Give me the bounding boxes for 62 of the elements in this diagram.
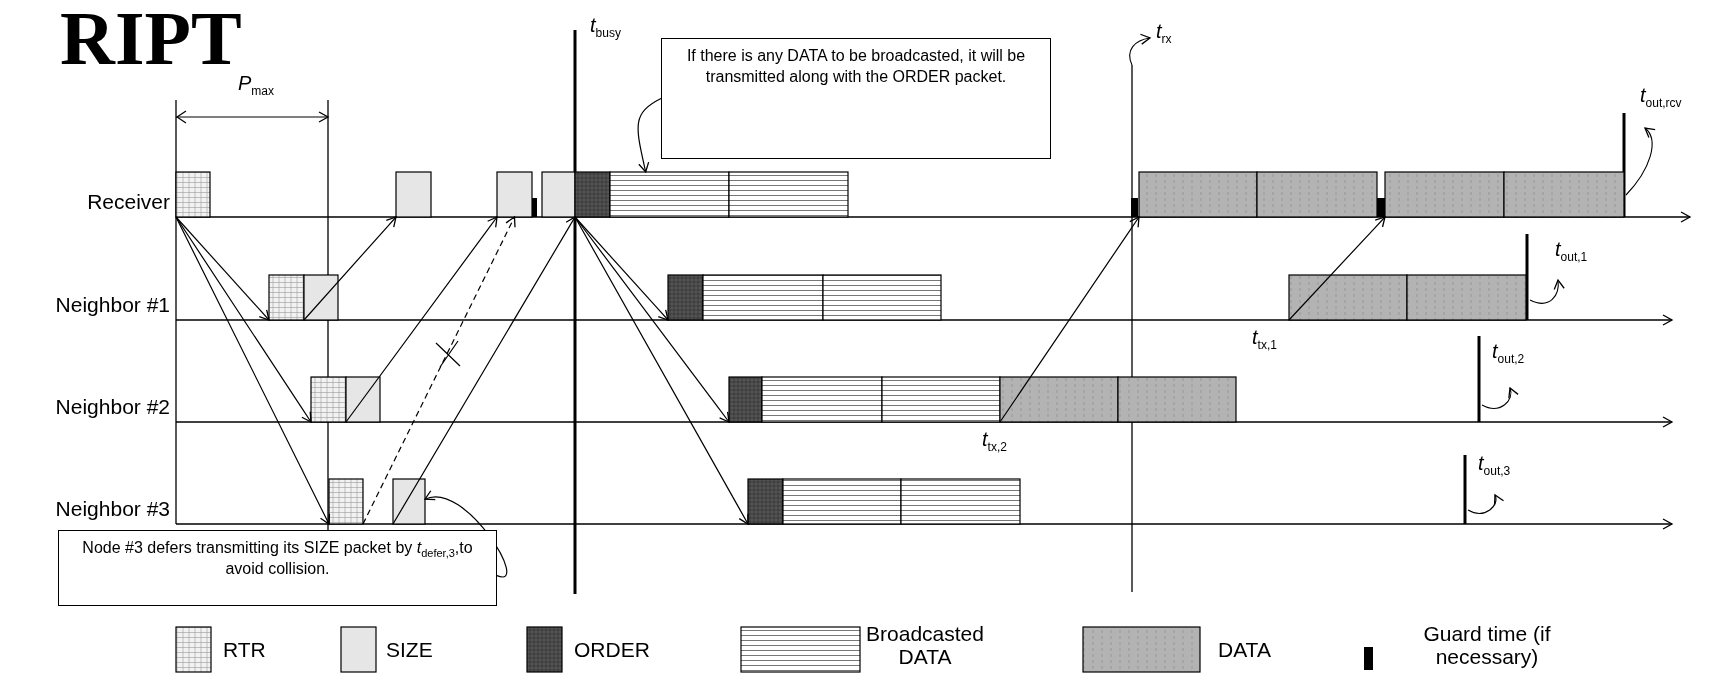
broadcast-data-packet [822, 274, 942, 321]
signal-arrow [303, 216, 397, 321]
signal-arrow [574, 216, 749, 525]
size-packet [392, 478, 426, 525]
leader-line [637, 97, 662, 173]
callout-box: Node #3 defers transmitting its SIZE packet by t$_{defer,3}$,to avoid collision. [58, 530, 497, 606]
time-label: t$_{busy}$ [590, 14, 621, 42]
signal-arrow [175, 216, 331, 525]
rtr-packet [310, 376, 347, 423]
time-label: t$_{out,rcv}$ [1640, 84, 1682, 112]
size-packet [395, 171, 432, 218]
data-packet [1117, 376, 1237, 423]
broadcast-data-packet [881, 376, 1001, 423]
time-label: t$_{out,3}$ [1478, 452, 1511, 480]
lane-label: Receiver [86, 190, 170, 214]
order-packet [574, 171, 611, 218]
data-packet [1384, 171, 1505, 218]
signal-arrow [175, 216, 270, 321]
data-packet [1138, 171, 1258, 218]
lane-label: Neighbor #3 [54, 497, 170, 521]
time-label: t$_{out,2}$ [1492, 340, 1525, 368]
signal-arrow [999, 216, 1140, 423]
data-packet [999, 376, 1119, 423]
legend-label: RTR [223, 638, 266, 661]
time-label: t$_{rx}$ [1156, 20, 1172, 48]
order-packet [728, 376, 763, 423]
signal-arrow [574, 216, 730, 423]
signal-arrow [345, 216, 498, 423]
broadcast-data-packet [728, 171, 849, 218]
broadcast-data-packet [782, 478, 902, 525]
broadcast-data-packet [900, 478, 1021, 525]
callout-box: If there is any DATA to be broadcasted, it will be transmitted along with the ORDER packet. [661, 38, 1051, 159]
rtr-packet [268, 274, 305, 321]
time-label: t$_{tx,1}$ [1252, 326, 1277, 354]
broadcast-data-packet [761, 376, 883, 423]
data-packet [1503, 171, 1625, 218]
size-packet [541, 171, 576, 218]
broadcast-data-packet [609, 171, 730, 218]
order-packet [667, 274, 704, 321]
broadcast-data-packet [702, 274, 824, 321]
signal-arrow [1288, 216, 1386, 321]
data-packet [1288, 274, 1408, 321]
legend-label: ORDER [574, 638, 650, 661]
legend-label: DATA [1218, 638, 1271, 661]
size-packet [496, 171, 533, 218]
order-packet [747, 478, 784, 525]
lane-label: Neighbor #2 [54, 395, 170, 419]
time-label: t$_{out,1}$ [1555, 238, 1588, 266]
size-packet [303, 274, 339, 321]
lane-label: Neighbor #1 [54, 293, 170, 317]
rtr-packet [328, 478, 364, 525]
signal-arrow [392, 216, 576, 525]
data-packet [1406, 274, 1527, 321]
rtr-packet [175, 171, 211, 218]
signal-arrow [175, 216, 312, 423]
time-label: t$_{tx,2}$ [982, 428, 1007, 456]
signal-arrow [362, 216, 516, 525]
size-packet [345, 376, 381, 423]
legend-label: Guard time (if necessary) [1422, 622, 1552, 668]
data-packet [1256, 171, 1378, 218]
legend-label: SIZE [386, 638, 433, 661]
legend-label: Broadcasted DATA [865, 622, 985, 668]
